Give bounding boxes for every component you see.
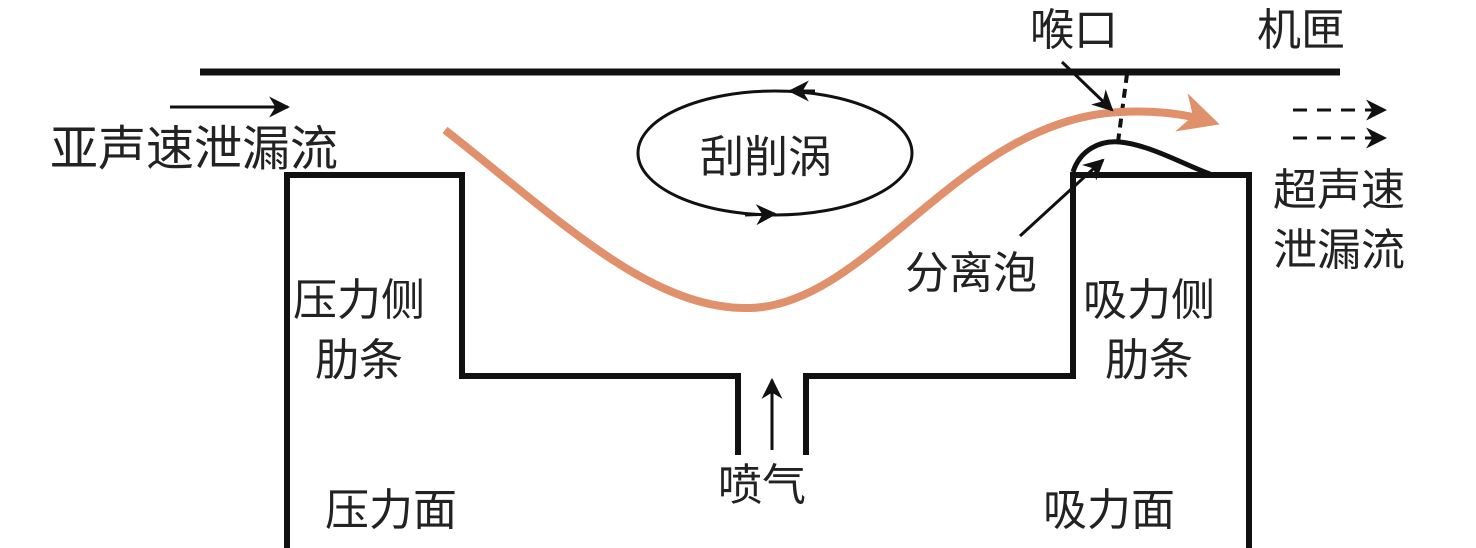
separation-bubble-label: 分离泡 xyxy=(905,248,1037,299)
leakage-flow-curve xyxy=(442,93,1220,313)
pressure-rib-label-line1: 压力侧 xyxy=(293,275,425,326)
bubble-pointer-arrow xyxy=(1018,158,1105,238)
throat-label: 喉口 xyxy=(1030,5,1118,56)
casing-label: 机匣 xyxy=(1257,5,1345,56)
jet-label: 喷气 xyxy=(718,460,806,511)
throat-pointer-arrow xyxy=(1060,60,1114,112)
suction-rib-label-line2: 肋条 xyxy=(1105,335,1193,386)
supersonic-label-line2: 泄漏流 xyxy=(1273,225,1405,276)
scraping-vortex-label: 刮削涡 xyxy=(700,132,832,183)
pressure-surface-label: 压力面 xyxy=(325,485,457,536)
pressure-rib-label-line2: 肋条 xyxy=(315,335,403,386)
supersonic-label-line1: 超声速 xyxy=(1273,165,1405,216)
vortex-arrow-bottom xyxy=(744,204,778,226)
subsonic-leakage-label: 亚声速泄漏流 xyxy=(50,121,338,177)
suction-surface-label: 吸力面 xyxy=(1043,485,1175,536)
blade-tip-outline xyxy=(284,172,1252,548)
separation-bubble-shape xyxy=(1070,139,1211,177)
suction-rib-label-line1: 吸力侧 xyxy=(1083,275,1215,326)
